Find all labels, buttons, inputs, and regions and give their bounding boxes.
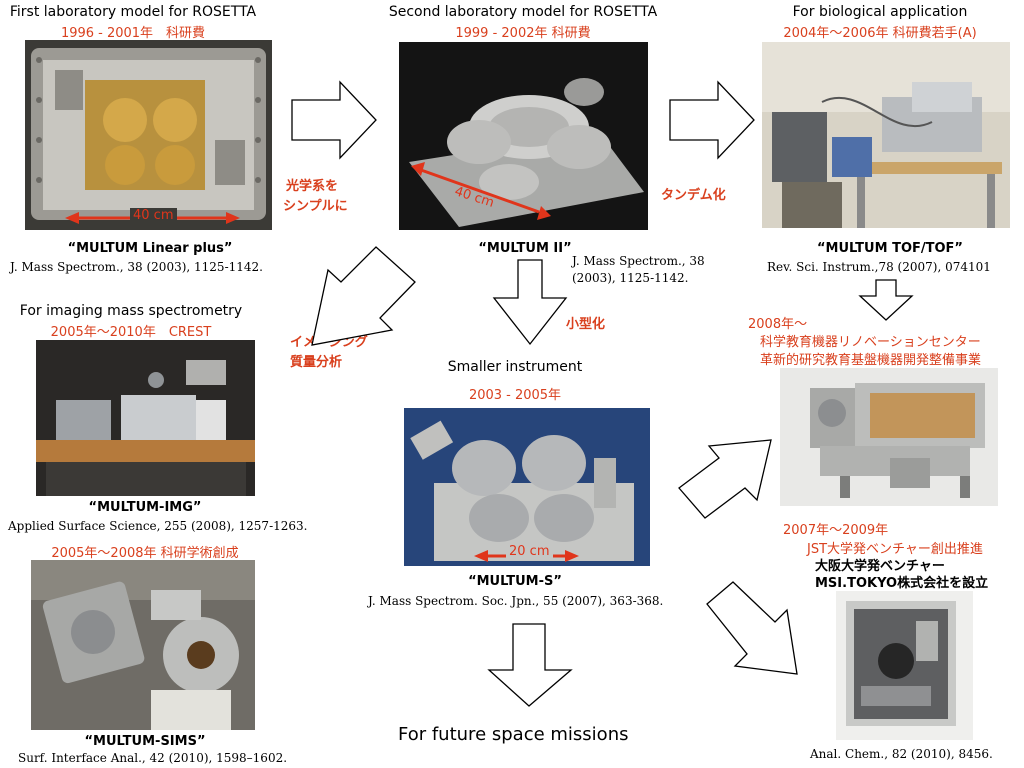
smaller-dates: 2003 - 2005年 <box>468 388 562 403</box>
imaging-photo <box>36 340 255 496</box>
bio-name: “MULTUM TOF/TOF” <box>817 241 963 256</box>
label-simplify-line1: 光学系を <box>286 179 339 194</box>
sims-ref: Surf. Interface Anal., 42 (2010), 1598–1… <box>18 751 288 765</box>
second-model-title: Second laboratory model for ROSETTA <box>388 4 658 20</box>
first-model-name: “MULTUM Linear plus” <box>67 241 233 256</box>
arrow-right-first-to-second <box>291 80 377 160</box>
innovation-year: 2008年～ <box>748 317 808 332</box>
arrow-down-to-future <box>487 623 573 707</box>
first-model-ref: J. Mass Spectrom., 38 (2003), 1125-1142. <box>10 260 263 274</box>
venture-line3: MSI.TOKYO株式会社を設立 <box>815 576 989 591</box>
sims-photo <box>31 560 255 730</box>
first-model-photo: 40 cm <box>25 40 272 230</box>
imaging-ref: Applied Surface Science, 255 (2008), 125… <box>8 519 308 533</box>
first-model-scale: 40 cm <box>130 208 177 223</box>
imaging-dates: 2005年～2010年 CREST <box>50 325 212 340</box>
innovation-photo <box>780 368 998 506</box>
arrow-down-right-to-venture <box>706 581 798 675</box>
venture-line2: 大阪大学発ベンチャー <box>815 559 945 574</box>
innovation-line2: 革新的研究教育基盤機器開発整備事業 <box>760 353 982 368</box>
sims-name: “MULTUM-SIMS” <box>84 734 206 749</box>
second-model-dates: 1999 - 2002年 科研費 <box>455 26 591 41</box>
arrow-down-left-to-imaging <box>311 246 416 346</box>
smaller-title: Smaller instrument <box>447 359 583 375</box>
venture-photo <box>836 591 973 740</box>
imaging-title: For imaging mass spectrometry <box>19 303 243 319</box>
first-model-title: First laboratory model for ROSETTA <box>9 4 257 20</box>
label-simplify-line2: シンプルに <box>283 199 348 214</box>
smaller-scale: 20 cm <box>506 544 553 559</box>
bio-dates: 2004年～2006年 科研費若手(A) <box>783 26 977 41</box>
bio-title: For biological application <box>792 4 968 20</box>
second-model-photo: 40 cm <box>399 42 648 230</box>
second-model-ref-line2: (2003), 1125-1142. <box>572 271 689 285</box>
smaller-ref: J. Mass Spectrom. Soc. Jpn., 55 (2007), … <box>368 594 664 608</box>
arrow-down-to-smaller <box>492 259 568 346</box>
bio-ref: Rev. Sci. Instrum.,78 (2007), 074101 <box>767 260 991 274</box>
venture-ref: Anal. Chem., 82 (2010), 8456. <box>810 747 993 761</box>
arrow-right-second-to-bio <box>669 80 755 160</box>
label-miniaturize: 小型化 <box>566 317 606 332</box>
first-model-dates: 1996 - 2001年 科研費 <box>60 26 206 41</box>
bio-photo <box>762 42 1010 228</box>
label-imaging-line2: 質量分析 <box>290 355 343 370</box>
venture-year: 2007年～2009年 <box>783 523 889 538</box>
venture-line1: JST大学発ベンチャー創出推進 <box>807 542 983 557</box>
smaller-name: “MULTUM-S” <box>468 574 562 589</box>
sims-dates: 2005年～2008年 科研学術創成 <box>51 546 239 561</box>
smaller-photo: 20 cm <box>404 408 650 566</box>
future-missions-text: For future space missions <box>398 724 629 745</box>
second-model-ref-line1: J. Mass Spectrom., 38 <box>572 254 705 268</box>
arrow-up-right-to-innovation <box>678 439 772 519</box>
innovation-line1: 科学教育機器リノベーションセンター <box>760 335 981 350</box>
imaging-name: “MULTUM-IMG” <box>88 500 202 515</box>
label-tandem: タンデム化 <box>661 188 726 203</box>
arrow-down-to-innovation <box>858 279 914 321</box>
second-model-name: “MULTUM II” <box>478 241 572 256</box>
